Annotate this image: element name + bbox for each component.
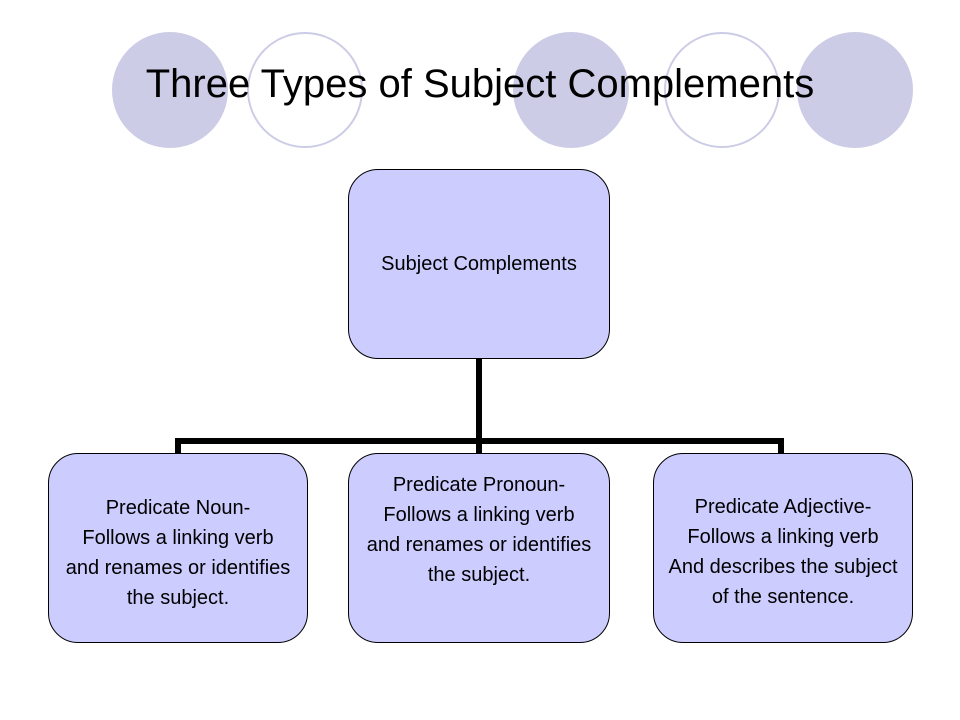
decorative-circle-filled [112,32,228,148]
slide-title: Three Types of Subject Complements [145,62,815,106]
decorative-circle-filled [513,32,629,148]
child-node-predicate-adjective: Predicate Adjective- Follows a linking v… [653,453,913,643]
decorative-circle-outline [664,32,780,148]
child-node-label: Predicate Noun- Follows a linking verb a… [65,497,291,609]
decorative-circle-filled [797,32,913,148]
child-node-predicate-pronoun: Predicate Pronoun- Follows a linking ver… [348,453,610,643]
root-node-label: Subject Complements [381,253,577,275]
decorative-circle-outline [247,32,363,148]
child-node-predicate-noun: Predicate Noun- Follows a linking verb a… [48,453,308,643]
child-node-label: Predicate Adjective- Follows a linking v… [668,496,898,608]
child-node-label: Predicate Pronoun- Follows a linking ver… [366,474,592,586]
root-node: Subject Complements [348,169,610,359]
